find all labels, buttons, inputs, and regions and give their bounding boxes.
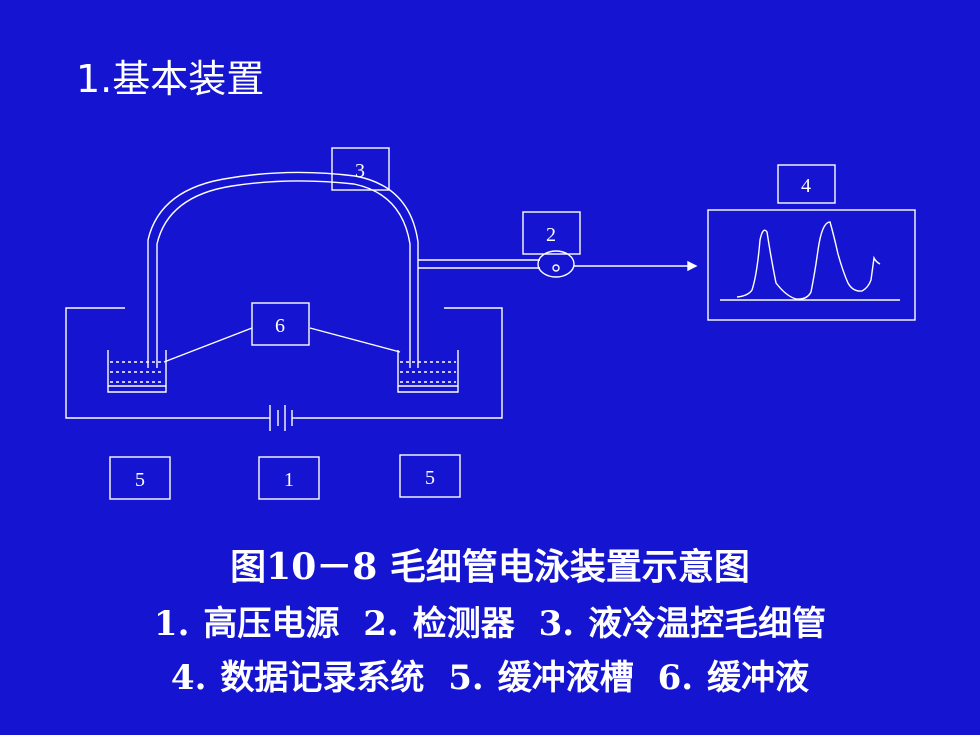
legend-text: 缓冲液槽 — [497, 658, 634, 698]
label-box-5-right — [399, 454, 461, 498]
buffer-tank-right — [397, 350, 459, 393]
legend-text: 高压电源 — [203, 604, 340, 644]
label-box-6 — [251, 302, 310, 346]
legend-num: 3. — [538, 604, 575, 644]
legend-num: 2. — [363, 604, 399, 644]
legend-text: 检测器 — [412, 604, 515, 644]
capillary-electrophoresis-diagram: 3 4 2 6 5 1 5 — [65, 147, 916, 500]
legend-item-5: 5. 缓冲液槽 — [448, 658, 634, 698]
electropherogram-trace — [736, 221, 881, 300]
legend-line-1: 1. 高压电源 2. 检测器 3. 液冷温控毛细管 — [0, 596, 980, 645]
label-box-5-left — [109, 456, 171, 500]
arrowhead-icon — [687, 260, 698, 272]
label-1: 1 — [284, 469, 294, 491]
buffer-tank-left — [107, 350, 167, 393]
legend-num: 5. — [448, 658, 484, 698]
legend-text: 液冷温控毛细管 — [588, 604, 827, 644]
label-box-1 — [258, 456, 320, 500]
legend-text: 数据记录系统 — [220, 658, 425, 698]
power-supply-battery — [266, 405, 296, 431]
legend-num: 1. — [153, 604, 190, 644]
detector-lens — [552, 264, 560, 272]
circuit-wire — [65, 307, 266, 419]
legend-item-6: 6. 缓冲液 — [658, 658, 810, 698]
legend-item-3: 3. 液冷温控毛细管 — [539, 604, 827, 644]
legend-text: 缓冲液 — [707, 658, 810, 698]
legend-item-4: 4. 数据记录系统 — [171, 658, 425, 698]
leader-line — [309, 327, 401, 353]
label-4: 4 — [801, 175, 811, 197]
capillary-tube — [147, 171, 419, 368]
label-box-4 — [777, 164, 836, 204]
recorder-frame — [707, 209, 916, 321]
legend-num: 4. — [170, 658, 207, 698]
label-5-right: 5 — [425, 467, 435, 489]
legend-item-2: 2. 检测器 — [363, 604, 515, 644]
label-box-2 — [522, 211, 581, 255]
legend-line-2: 4. 数据记录系统 5. 缓冲液槽 6. 缓冲液 — [0, 650, 980, 699]
label-5-left: 5 — [135, 469, 145, 491]
slide-title: 1.基本装置 — [76, 57, 265, 101]
circuit-wire — [296, 307, 503, 419]
legend-num: 6. — [657, 658, 694, 698]
leader-line — [163, 327, 253, 363]
detector-cell — [537, 250, 575, 278]
figure-title: 图10－8 毛细管电泳装置示意图 — [230, 546, 750, 588]
label-6: 6 — [275, 315, 285, 337]
label-2: 2 — [546, 224, 556, 246]
legend-item-1: 1. 高压电源 — [154, 604, 340, 644]
label-3: 3 — [355, 160, 365, 182]
label-box-3 — [331, 147, 390, 191]
